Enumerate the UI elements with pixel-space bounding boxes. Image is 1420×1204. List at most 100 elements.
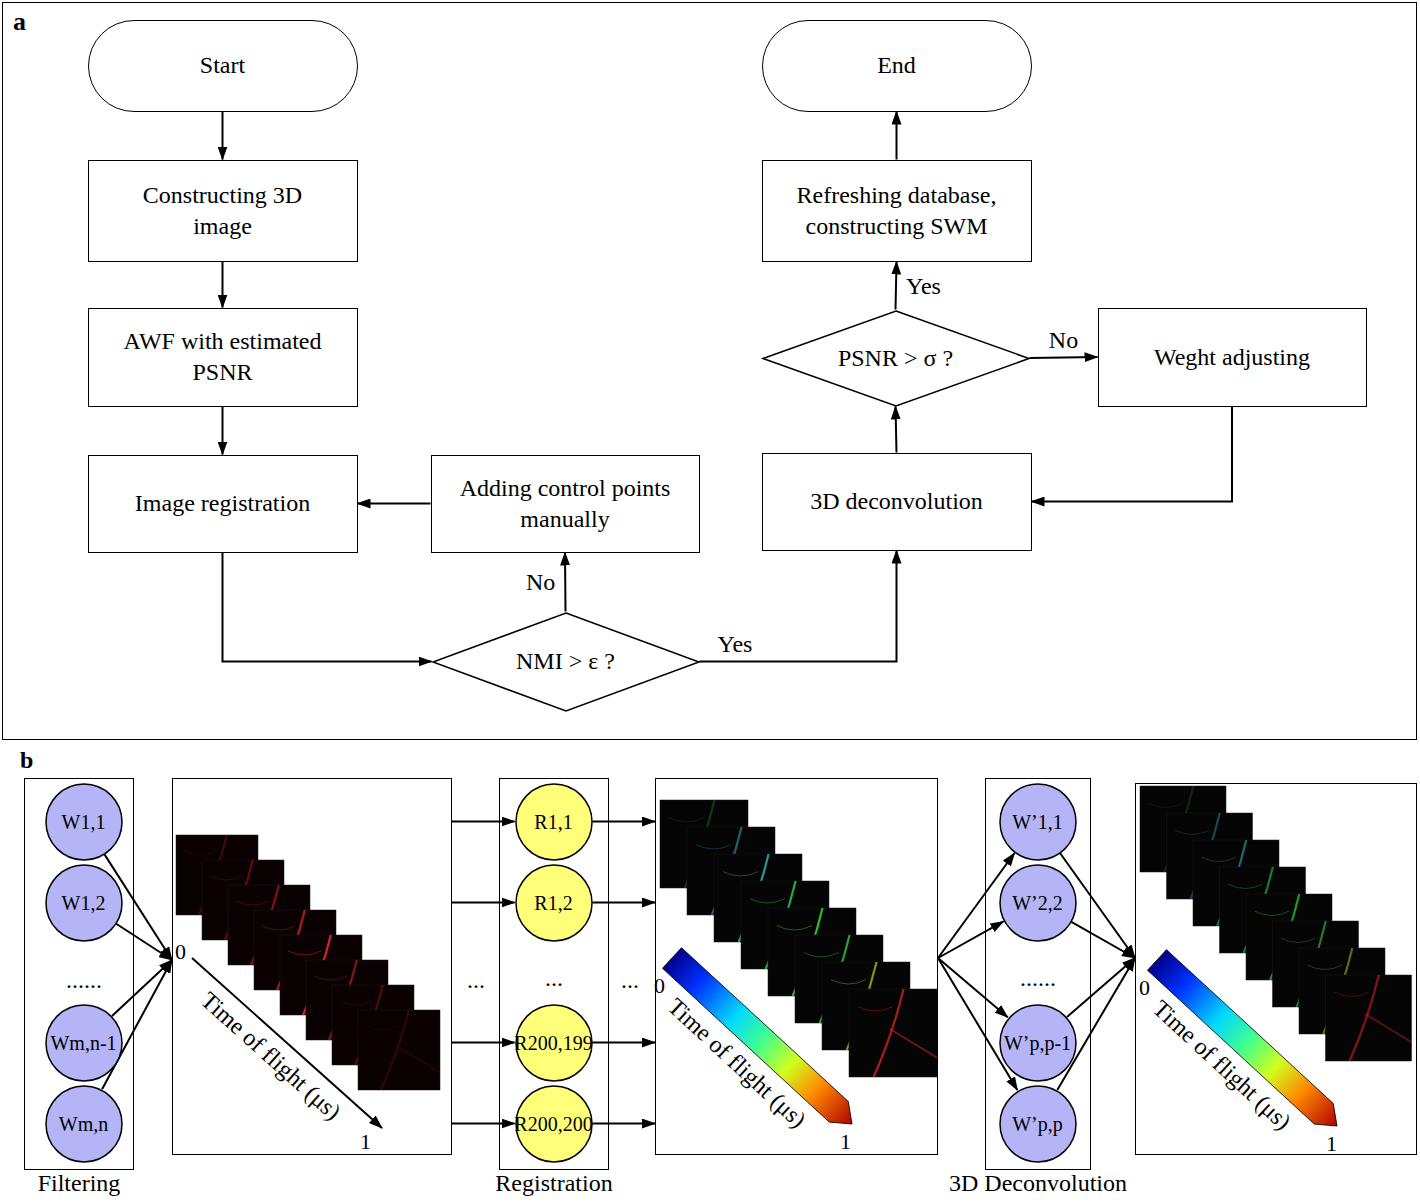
box-label: Weght adjusting bbox=[1154, 342, 1310, 373]
circle-label: Wm,n-1 bbox=[50, 1031, 116, 1055]
flow-arrow bbox=[896, 262, 897, 310]
flow-arrow bbox=[896, 112, 898, 160]
edge-label: Yes bbox=[715, 632, 754, 656]
circle-label: W1,2 bbox=[62, 891, 106, 915]
weight-circle: Wm,n-1 bbox=[45, 1004, 123, 1082]
flow-arrow bbox=[1030, 357, 1098, 358]
box-label: Adding control points manually bbox=[443, 473, 688, 534]
process-box: Adding control points manually bbox=[431, 455, 700, 553]
registration-circle: R1,1 bbox=[515, 783, 593, 861]
circle-label: W’p,p bbox=[1012, 1112, 1063, 1136]
flow-arrow bbox=[452, 1123, 515, 1125]
circle-label: W’2,2 bbox=[1012, 891, 1063, 915]
box-label: 3D deconvolution bbox=[810, 486, 983, 517]
weight-circle: Wm,n bbox=[45, 1085, 123, 1163]
circle-label: W1,1 bbox=[62, 810, 106, 834]
circle-label: Wm,n bbox=[59, 1112, 108, 1136]
axis-tick: 1 bbox=[360, 1131, 371, 1153]
flow-arrow bbox=[358, 503, 431, 505]
circle-label: W’p,p-1 bbox=[1004, 1031, 1071, 1055]
registration-circle: R200,200 bbox=[515, 1085, 593, 1163]
axis-tick: 0 bbox=[175, 941, 186, 963]
image-stack bbox=[176, 835, 440, 1090]
flow-arrow bbox=[938, 921, 1003, 958]
process-box: 3D deconvolution bbox=[762, 453, 1032, 551]
flow-arrow bbox=[593, 821, 656, 823]
box-label: Refreshing database, constructing SWM bbox=[774, 180, 1019, 241]
flow-arrow bbox=[593, 902, 656, 904]
decision-diamond: PSNR > σ ? bbox=[762, 310, 1030, 407]
flow-arrow bbox=[112, 960, 172, 1016]
time-axis-arrow bbox=[192, 958, 382, 1128]
weight-circle: W’p,p bbox=[999, 1085, 1077, 1163]
flow-arrow bbox=[1032, 407, 1233, 502]
flow-arrow bbox=[222, 112, 224, 160]
weight-circle: W’p,p-1 bbox=[999, 1004, 1077, 1082]
edge-label: No bbox=[524, 570, 557, 594]
circle-label: R200,199 bbox=[514, 1031, 592, 1055]
process-box: Image registration bbox=[88, 455, 358, 553]
image-stack-frame: 0Time of flight (μs) 1 bbox=[655, 778, 938, 1155]
registration-circle: R200,199 bbox=[515, 1004, 593, 1082]
process-box: Constructing 3D image bbox=[88, 160, 358, 262]
weight-circle: W’2,2 bbox=[999, 864, 1077, 942]
axis-tick: 1 bbox=[840, 1131, 851, 1153]
box-label: Constructing 3D image bbox=[128, 180, 318, 241]
flow-arrow bbox=[1067, 958, 1135, 1017]
box-label: Image registration bbox=[135, 488, 310, 519]
ellipsis-mark: ...... bbox=[66, 968, 102, 992]
circle-label: R1,2 bbox=[534, 891, 572, 915]
panel-frame: aStartConstructing 3D imageAWF with esti… bbox=[2, 2, 1417, 740]
flow-arrow bbox=[452, 821, 515, 823]
ellipsis-mark: ... bbox=[545, 966, 563, 990]
axis-label: Time of flight (μs) bbox=[197, 987, 346, 1124]
image-stack-frame: 0Time of flight (μs) 1 bbox=[172, 778, 452, 1155]
ellipsis-mark: ... bbox=[621, 968, 639, 992]
terminal-box: Start bbox=[88, 20, 358, 112]
circle-label: W’1,1 bbox=[1012, 810, 1063, 834]
flow-arrow bbox=[116, 924, 172, 960]
weight-circle: W’1,1 bbox=[999, 783, 1077, 861]
flow-arrow bbox=[593, 1042, 656, 1044]
column-caption: Filtering bbox=[38, 1171, 121, 1195]
circle-label: R1,1 bbox=[534, 810, 572, 834]
time-colorbar bbox=[663, 948, 862, 1135]
flow-arrow bbox=[1071, 922, 1135, 958]
box-label: End bbox=[877, 50, 916, 81]
weight-circle: W1,1 bbox=[45, 783, 123, 861]
panel-letter: a bbox=[13, 9, 26, 35]
box-label: Start bbox=[200, 50, 245, 81]
box-label: AWF with estimated PSNR bbox=[105, 326, 341, 387]
box-label: NMI > ε ? bbox=[516, 647, 615, 676]
panel-letter: b bbox=[20, 748, 33, 772]
column-caption: Registration bbox=[495, 1171, 612, 1195]
flow-arrow bbox=[223, 553, 432, 662]
weight-circle: W1,2 bbox=[45, 864, 123, 942]
flow-arrow bbox=[222, 407, 224, 455]
flow-arrow bbox=[700, 551, 897, 662]
box-label: PSNR > σ ? bbox=[838, 344, 953, 373]
axis-tick: 0 bbox=[1139, 977, 1150, 999]
ellipsis-mark: ...... bbox=[1020, 966, 1056, 990]
registration-circle: R1,2 bbox=[515, 864, 593, 942]
flow-arrow bbox=[452, 1042, 515, 1044]
edge-label: Yes bbox=[904, 274, 943, 298]
axis-label: Time of flight (μs) bbox=[1149, 996, 1296, 1134]
process-box: Weght adjusting bbox=[1098, 308, 1367, 407]
circle-label: R200,200 bbox=[514, 1112, 592, 1136]
flow-arrow bbox=[938, 958, 1008, 1017]
process-box: AWF with estimated PSNR bbox=[88, 308, 358, 407]
ellipsis-mark: ... bbox=[467, 968, 485, 992]
flow-arrow bbox=[564, 553, 567, 612]
image-stack-frame: 0Time of flight (μs)1 bbox=[1135, 783, 1417, 1155]
flow-arrow bbox=[896, 407, 897, 453]
terminal-box: End bbox=[762, 20, 1032, 112]
edge-label: No bbox=[1047, 328, 1080, 352]
process-box: Refreshing database, constructing SWM bbox=[762, 160, 1032, 262]
flow-arrow bbox=[452, 902, 515, 904]
flow-arrow bbox=[593, 1123, 656, 1125]
axis-label: Time of flight (μs) bbox=[664, 994, 811, 1132]
axis-tick: 0 bbox=[654, 975, 665, 997]
decision-diamond: NMI > ε ? bbox=[432, 612, 700, 712]
